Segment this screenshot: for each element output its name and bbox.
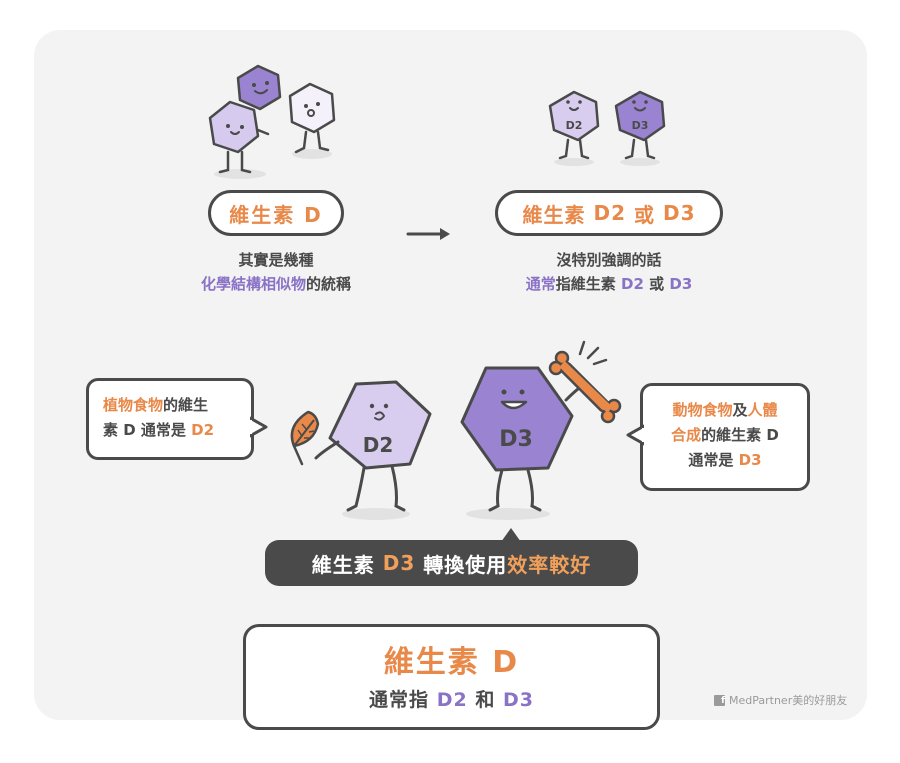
vitamin-d-pill: 維生素 D (208, 190, 344, 236)
right-arrow-icon (406, 228, 450, 240)
caption-line-1: 其實是幾種 (238, 251, 314, 269)
bubble-highlight-1: 動物食物 (672, 401, 733, 419)
small-d2-label: D2 (566, 119, 583, 132)
pill-vitamin-label: 維生素 (522, 202, 586, 227)
pill-d2-label: D2 (593, 201, 626, 225)
bubble-tail-left (626, 424, 644, 446)
d2-or-d3-pill: 維生素 D2 或 D3 (495, 190, 723, 236)
d3-efficiency-banner: 維生素 D3 轉換使用效率較好 (265, 540, 638, 586)
animal-food-bubble: 動物食物及人體 合成的維生素 D 通常是 D3 (640, 383, 810, 491)
bubble-rest-2: 通常是 (688, 451, 734, 469)
caption-d2: D2 (621, 275, 644, 293)
small-d3-label: D3 (632, 119, 649, 132)
leaf-icon (290, 410, 320, 466)
banner-d3: D3 (382, 551, 416, 575)
caption-mid: 指維生素 (555, 275, 616, 293)
big-d2-character: D2 (314, 380, 432, 512)
credit-watermark: f MedPartner美的好朋友 (714, 692, 847, 708)
bubble-highlight-3: 合成 (671, 426, 702, 444)
caption-highlight: 化學結構相似物 (200, 275, 306, 293)
summary-box: 維生素 D 通常指 D2 和 D3 (243, 624, 660, 730)
infographic-card (34, 30, 867, 720)
summary-and: 和 (475, 689, 496, 711)
caption-highlight: 通常 (525, 275, 556, 293)
bubble-highlight-2: 人體 (747, 401, 778, 419)
bubble-mid: 及 (732, 401, 748, 419)
d2-d3-small-characters-group: D2 D3 (548, 90, 666, 166)
d2-d3-caption: 沒特別強調的話 通常指維生素 D2 或 D3 (490, 248, 728, 296)
small-d3-character: D3 (614, 90, 666, 160)
summary-title: 維生素 D (383, 645, 520, 680)
small-d2-character: D2 (548, 90, 600, 160)
banner-part-2: 轉換使用 (423, 552, 508, 577)
pill-d3-label: D3 (663, 201, 696, 225)
caption-line-2: 化學結構相似物的統稱 (160, 272, 392, 296)
bubble-rest-1: 的維生 (163, 396, 209, 414)
caption-or: 或 (649, 275, 665, 293)
facebook-icon: f (714, 694, 725, 706)
caption-d3: D3 (669, 275, 693, 293)
caption-rest: 的統稱 (306, 275, 352, 293)
summary-part-1: 通常指 (369, 689, 430, 711)
big-d3-character: D3 (460, 366, 584, 512)
vitamin-d-caption: 其實是幾種 化學結構相似物的統稱 (160, 248, 392, 296)
light-purple-hex-character (208, 100, 270, 174)
dark-purple-hex-character (236, 64, 282, 111)
pill-or-label: 或 (634, 202, 655, 227)
bubble-d2: D2 (191, 421, 215, 439)
bubble-tail-right (250, 416, 268, 438)
vitamin-d-pill-label: 維生素 D (229, 202, 323, 227)
banner-part-1: 維生素 (311, 552, 375, 577)
big-d2-label: D2 (363, 433, 394, 457)
big-d2-d3-characters: D2 D3 (290, 340, 622, 520)
caption-line-2: 通常指維生素 D2 或 D3 (490, 272, 728, 296)
banner-pointer (501, 528, 521, 542)
credit-text: MedPartner美的好朋友 (729, 694, 848, 707)
big-d3-label: D3 (499, 427, 533, 452)
summary-d3: D3 (502, 689, 534, 711)
bubble-d3: D3 (738, 451, 762, 469)
vitamin-d-characters-group (208, 64, 336, 179)
summary-d2: D2 (436, 689, 468, 711)
bubble-highlight: 植物食物 (103, 396, 164, 414)
summary-line: 通常指 D2 和 D3 (246, 685, 657, 712)
bone-icon (548, 340, 622, 424)
banner-highlight: 效率較好 (507, 552, 592, 577)
bubble-rest-1: 的維生素 D (701, 426, 779, 444)
plant-food-bubble: 植物食物的維生 素 D 通常是 D2 (86, 378, 254, 460)
bubble-rest-2: 素 D 通常是 (103, 421, 186, 439)
caption-line-1: 沒特別強調的話 (556, 251, 662, 269)
white-hex-character (288, 82, 336, 154)
